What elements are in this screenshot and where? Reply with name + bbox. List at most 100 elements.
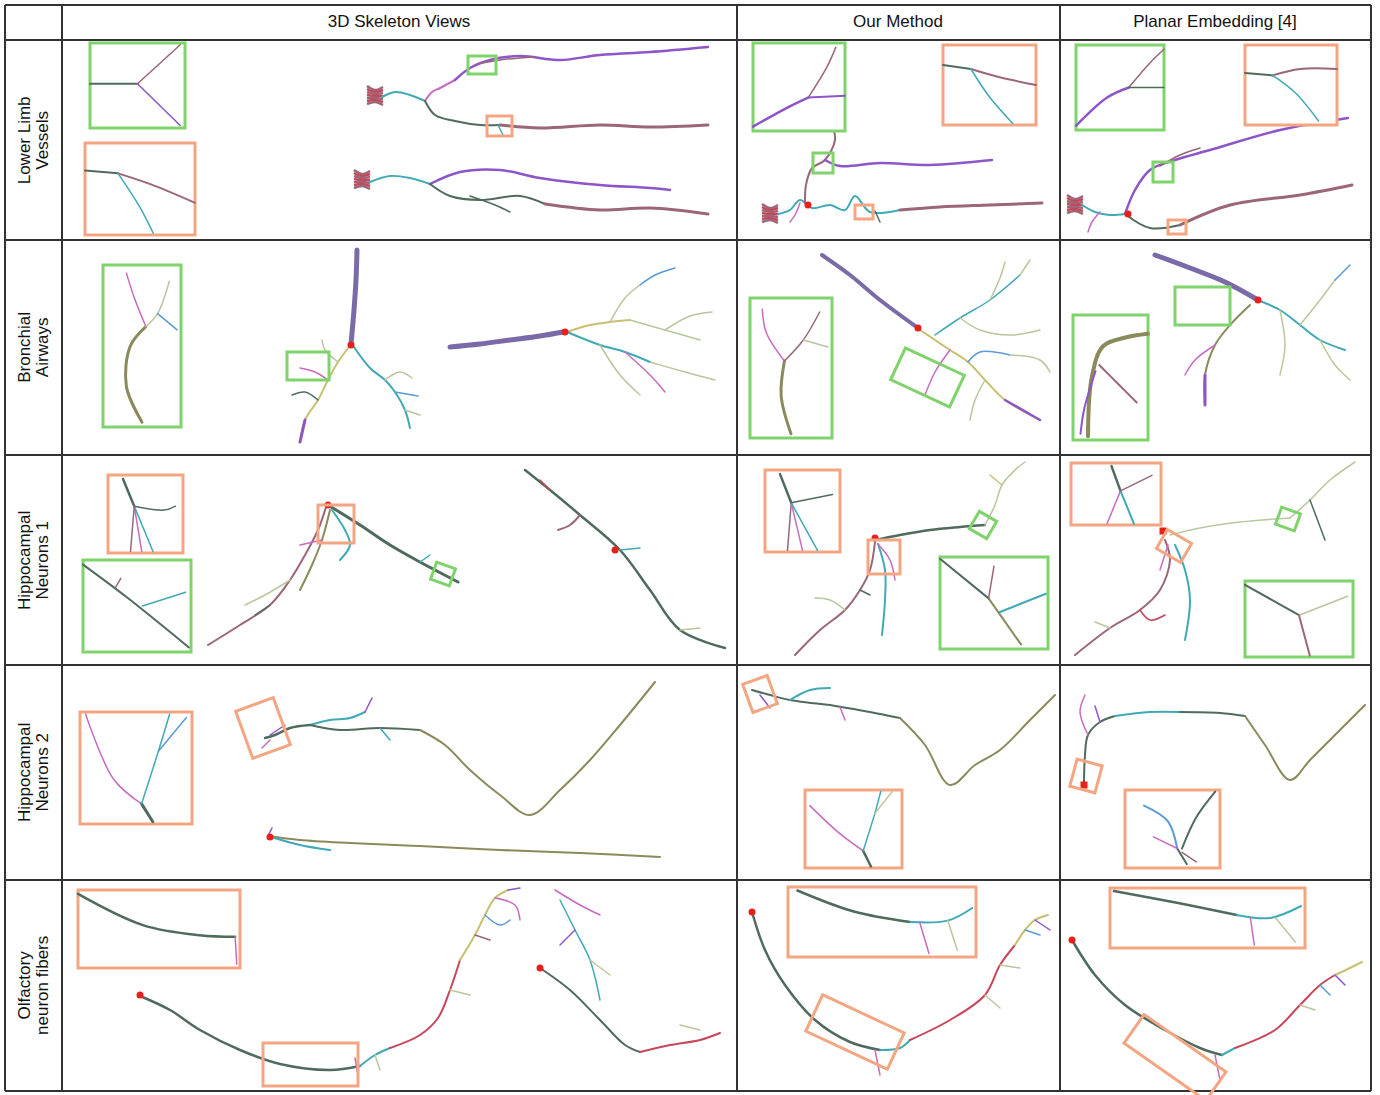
inset-branch (1299, 596, 1348, 615)
skeleton-branch (262, 740, 270, 748)
skeleton-branch (310, 712, 365, 725)
vessel-knot-strand (1067, 204, 1083, 205)
vessel-knot (354, 170, 370, 189)
inset-branch (863, 792, 880, 851)
vessel-knot (762, 204, 778, 223)
vessel-knot-strand (762, 220, 778, 223)
highlight-box (743, 675, 778, 712)
skeleton-branch (1160, 545, 1168, 570)
inset-branch (1273, 68, 1337, 75)
row-label: Bronchial Airways (16, 287, 53, 407)
skeleton-branch (268, 836, 330, 850)
vessel-knot-strand (354, 176, 370, 178)
inset-branch (1081, 371, 1096, 434)
inset-branch (134, 506, 153, 551)
inset-frame (90, 43, 185, 128)
inset-branch (1250, 918, 1254, 945)
skeleton-branch (625, 352, 665, 392)
inset-branch (1114, 891, 1237, 915)
skeleton-branch (395, 392, 418, 396)
inset-frame (1076, 45, 1164, 130)
skeleton-branch (475, 935, 490, 940)
inset-branch (1129, 49, 1164, 87)
skeleton-branch (560, 900, 600, 1000)
vessel-knot (1067, 195, 1083, 214)
vessel-knot-strand (367, 95, 383, 96)
inset-branch (1245, 585, 1299, 615)
inset-branch (762, 309, 784, 361)
skeleton-branch (310, 725, 420, 730)
inset-branch (803, 340, 828, 347)
grid-line (5, 664, 1371, 666)
highlight-box (1153, 162, 1173, 182)
inset-branch (126, 273, 145, 326)
skeleton-branch (255, 605, 270, 615)
inset-branch (797, 891, 910, 923)
skeleton-branch (555, 890, 600, 915)
vessel-knot-strand (354, 186, 370, 189)
skeleton-branch (840, 707, 845, 720)
root-marker (537, 965, 544, 972)
skeleton-branch (665, 312, 712, 330)
inset-branch (989, 566, 994, 598)
root-marker (1125, 211, 1132, 218)
inset-frame (765, 470, 840, 552)
inset-branch (1088, 334, 1148, 437)
inset-frame (1245, 581, 1353, 657)
skeleton-branch (420, 555, 430, 562)
inset-branch (126, 327, 146, 423)
inset-branch (90, 83, 138, 85)
zoom-inset (805, 790, 902, 868)
skeleton-branch (1300, 280, 1335, 325)
root-marker (267, 834, 274, 841)
skeleton-branch (1204, 375, 1207, 405)
skeleton-branch (354, 347, 410, 428)
inset-branch (158, 718, 186, 752)
inset-branch (971, 69, 1036, 85)
zoom-inset (765, 470, 840, 552)
vessel-knot-strand (354, 179, 370, 180)
inset-branch (158, 314, 178, 330)
highlight-box (1156, 529, 1191, 562)
skeleton-branch (1115, 712, 1180, 716)
skeleton-branch (935, 275, 1020, 335)
skeleton-branch (1140, 610, 1165, 620)
highlight-box (468, 56, 496, 74)
skeleton-branch (822, 255, 918, 328)
inset-branch (131, 506, 135, 551)
skeleton-branch (990, 475, 1002, 485)
inset-branch (138, 84, 181, 126)
inset-branch (134, 506, 142, 551)
skeleton-branch (558, 515, 580, 530)
inset-branch (1154, 837, 1178, 849)
skeleton-branch (590, 960, 610, 975)
highlight-box (318, 505, 354, 543)
skeleton-branch (560, 930, 575, 945)
zoom-inset (943, 45, 1036, 125)
inset-branch (875, 792, 892, 814)
inset-branch (83, 565, 189, 648)
skeleton-branch (1335, 975, 1345, 985)
zoom-inset (1071, 463, 1161, 525)
skeleton-branch (300, 420, 305, 442)
zoom-inset (78, 890, 240, 968)
skeleton-branch (610, 285, 640, 322)
skeleton-branch (1020, 260, 1030, 275)
skeleton-branch (1320, 340, 1350, 380)
vessel-knot-strand (1067, 201, 1083, 203)
highlight-box (431, 562, 456, 586)
inset-branch (235, 937, 237, 964)
skeleton-branch (425, 101, 500, 125)
skeleton-branch (1170, 518, 1290, 535)
skeleton-branch (455, 47, 708, 80)
root-marker (348, 342, 355, 349)
inset-frame (753, 43, 845, 131)
grid-line (5, 4, 1371, 6)
skeleton-branch (525, 470, 725, 648)
skeleton-branch (970, 380, 985, 420)
highlight-box (1175, 287, 1230, 325)
skeleton-branch (1180, 712, 1245, 716)
skeleton-branch (815, 598, 845, 610)
